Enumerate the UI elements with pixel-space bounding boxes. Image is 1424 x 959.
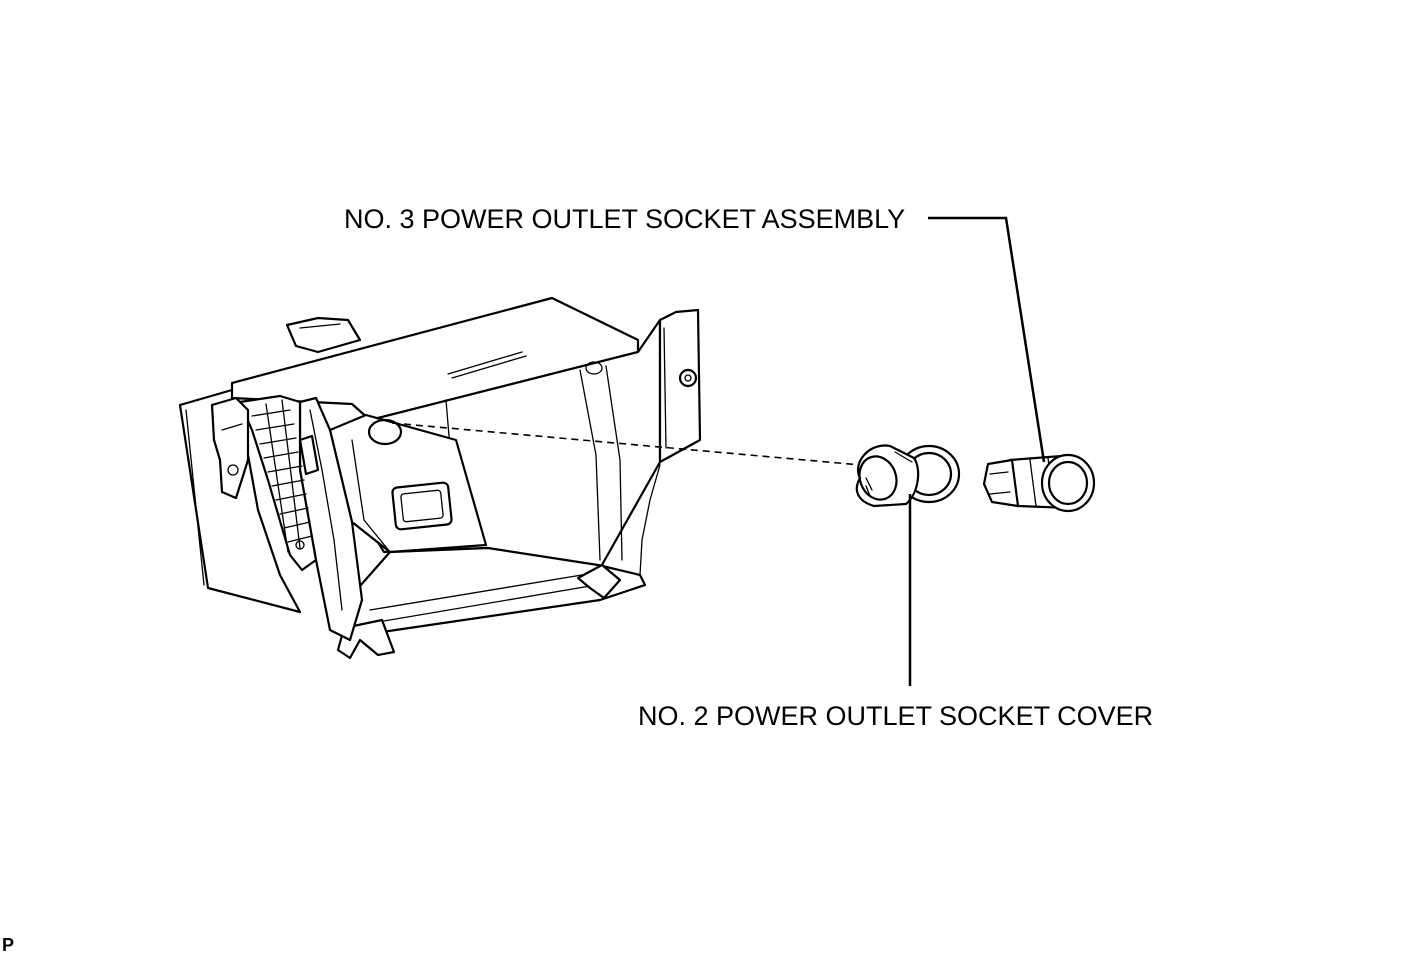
alignment-dashed-line xyxy=(391,422,873,467)
socket-assembly-part xyxy=(982,453,1096,513)
assembly-callout-label: NO. 3 POWER OUTLET SOCKET ASSEMBLY xyxy=(344,204,905,234)
cover-callout-label: NO. 2 POWER OUTLET SOCKET COVER xyxy=(638,701,1153,731)
assembly-leader-line xyxy=(928,216,1046,463)
console-box xyxy=(178,296,702,660)
corner-mark: P xyxy=(2,935,15,955)
socket-cover-part xyxy=(855,444,961,508)
